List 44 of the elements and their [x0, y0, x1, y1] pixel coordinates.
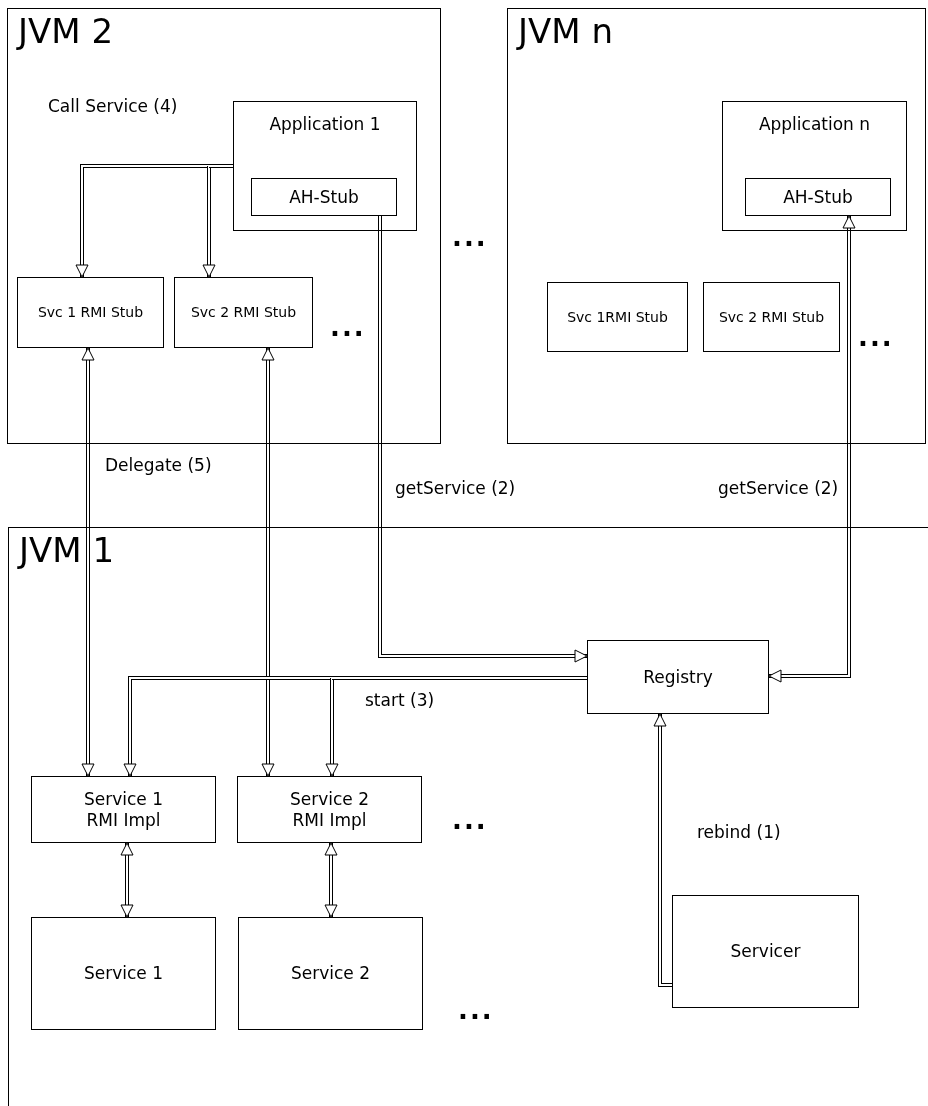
component-box [251, 178, 397, 216]
ellipsis: ... [458, 995, 494, 1025]
box-label: Svc 2 RMI Stub [718, 308, 825, 326]
component-box [31, 776, 216, 843]
component-box [722, 101, 907, 231]
component-box [672, 895, 859, 1008]
component-box [17, 277, 164, 348]
box-label: Registry [643, 666, 713, 688]
ellipsis: ... [858, 322, 894, 352]
box-label: Service 1 RMI Impl [82, 789, 165, 830]
ellipsis: ... [452, 222, 488, 252]
box-label: JVM n [518, 11, 613, 52]
edge-label: Delegate (5) [105, 455, 212, 475]
ellipsis: ... [330, 312, 366, 342]
box-label: Svc 2 RMI Stub [190, 304, 297, 321]
ellipsis: ... [452, 805, 488, 835]
edge-label: getService (2) [718, 478, 839, 498]
edge-label: start (3) [365, 690, 435, 710]
box-label: JVM 1 [19, 530, 115, 571]
box-label: Svc 1RMI Stub [567, 308, 668, 326]
component-box [31, 917, 216, 1030]
box-label: Application n [758, 114, 871, 135]
box-label: Service 1 [83, 963, 164, 984]
edge-label: Call Service (4) [48, 96, 178, 116]
box-label: AH-Stub [289, 186, 359, 208]
box-label: Service 2 [290, 963, 371, 984]
box-label: Service 2 RMI Impl [288, 789, 371, 830]
component-box [238, 917, 423, 1030]
edge-label: getService (2) [395, 478, 516, 498]
component-box [547, 282, 688, 352]
box-label: JVM 2 [18, 11, 114, 52]
component-box [233, 101, 417, 231]
component-box [703, 282, 840, 352]
component-box [587, 640, 769, 714]
component-box [174, 277, 313, 348]
box-label: AH-Stub [783, 186, 853, 208]
box-label: Application 1 [269, 114, 381, 135]
box-label: Servicer [730, 941, 801, 962]
component-box [237, 776, 422, 843]
component-box [745, 178, 891, 216]
jvm-container [507, 8, 926, 444]
jvm-container [7, 8, 441, 444]
edge-label: rebind (1) [697, 822, 781, 842]
box-label: Svc 1 RMI Stub [37, 304, 144, 321]
